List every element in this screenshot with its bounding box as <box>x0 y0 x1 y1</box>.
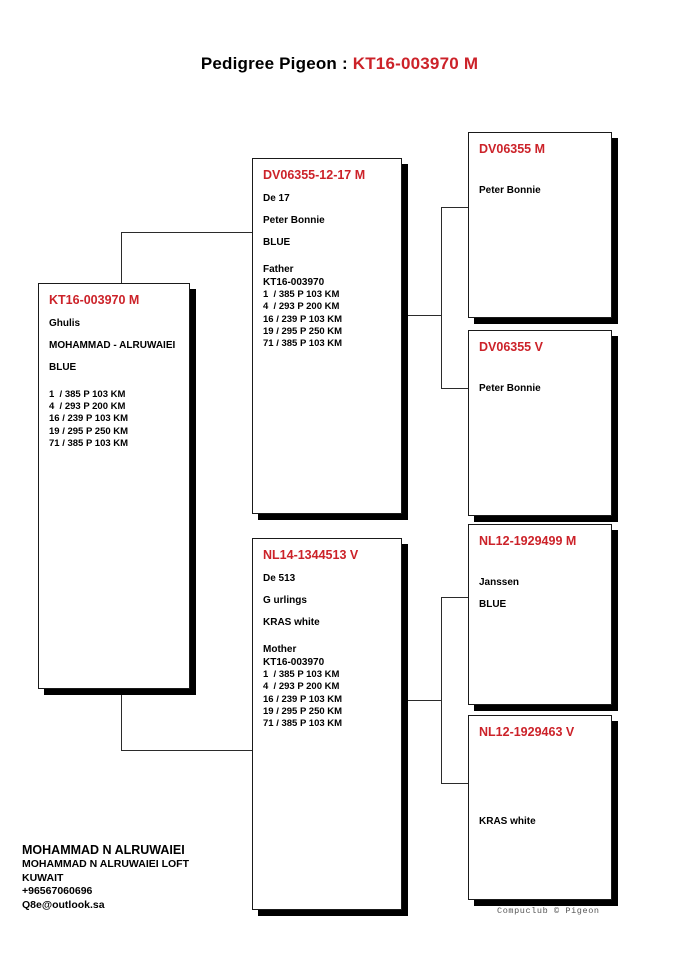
result-row: 4 / 293 P 200 KM <box>263 681 340 693</box>
page-title-prefix: Pedigree Pigeon : <box>200 54 353 73</box>
page-title: Pedigree Pigeon : KT16-003970 M <box>0 54 679 74</box>
mother-results: 1 / 385 P 103 KM 4 / 293 P 200 KM 16 / 2… <box>263 669 391 730</box>
connector-mother-trunk <box>441 597 442 783</box>
father-breeder: Peter Bonnie <box>263 215 325 226</box>
footer-email: Q8e@outlook.sa <box>22 898 105 911</box>
grandparent-1-id: DV06355 M <box>479 142 546 156</box>
watermark: Compuclub © Pigeon <box>497 906 600 916</box>
footer-country: KUWAIT <box>22 871 64 884</box>
subject-id: KT16-003970 M <box>49 293 140 307</box>
mother-id: NL14-1344513 V <box>263 548 359 562</box>
father-relation-label: Father <box>263 264 294 275</box>
footer-owner-name: MOHAMMAD N ALRUWAIEI <box>22 843 185 857</box>
grandparent-4-id: NL12-1929463 V <box>479 725 575 739</box>
footer-phone: +96567060696 <box>22 885 93 897</box>
connector-father-to-gp2 <box>441 388 468 389</box>
grandparent-3-line2: BLUE <box>479 599 507 610</box>
mother-breeder: G urlings <box>263 595 307 606</box>
grandparent-3-id: NL12-1929499 M <box>479 534 577 548</box>
subject-results: 1 / 385 P 103 KM 4 / 293 P 200 KM 16 / 2… <box>49 389 179 450</box>
result-row: 1 / 385 P 103 KM <box>263 289 340 301</box>
footer-loft: MOHAMMAD N ALRUWAIEI LOFT <box>22 858 190 870</box>
father-relation-ref: KT16-003970 <box>263 276 325 288</box>
connector-subject-to-father <box>121 232 252 233</box>
subject-name: Ghulis <box>49 318 81 329</box>
grandparent-1-line1: Peter Bonnie <box>479 185 541 196</box>
result-row: 19 / 295 P 250 KM <box>263 705 343 717</box>
result-row: 71 / 385 P 103 KM <box>263 338 343 349</box>
mother-color: KRAS white <box>263 617 320 628</box>
result-row: 71 / 385 P 103 KM <box>263 718 343 729</box>
connector-mother-to-gp3 <box>441 597 468 598</box>
father-results: 1 / 385 P 103 KM 4 / 293 P 200 KM 16 / 2… <box>263 289 391 350</box>
father-color: BLUE <box>263 237 291 248</box>
result-row: 16 / 239 P 103 KM <box>263 313 343 325</box>
grandparent-2-id: DV06355 V <box>479 340 543 354</box>
connector-father-trunk <box>441 207 442 388</box>
grandparent-3-line1: Janssen <box>479 577 520 588</box>
result-row: 16 / 239 P 103 KM <box>49 413 129 425</box>
connector-subject-to-mother <box>121 750 252 751</box>
connector-father-stem <box>402 315 442 316</box>
grandparent-2-line1: Peter Bonnie <box>479 383 541 394</box>
result-row: 19 / 295 P 250 KM <box>263 325 343 337</box>
pedigree-box-grandparent-3[interactable]: NL12-1929499 M Janssen BLUE <box>468 524 612 705</box>
result-row: 1 / 385 P 103 KM <box>49 389 126 400</box>
page-title-subject: KT16-003970 M <box>352 54 479 73</box>
result-row: 16 / 239 P 103 KM <box>263 693 343 705</box>
footer-contact: MOHAMMAD N ALRUWAIEI MOHAMMAD N ALRUWAIE… <box>22 842 189 912</box>
result-row: 19 / 295 P 250 KM <box>49 425 129 437</box>
pedigree-box-father[interactable]: DV06355-12-17 M De 17 Peter Bonnie BLUE … <box>252 158 402 514</box>
result-row: 71 / 385 P 103 KM <box>49 437 129 449</box>
mother-name: De 513 <box>263 573 296 584</box>
grandparent-4-line1: KRAS white <box>479 816 536 827</box>
pedigree-box-grandparent-4[interactable]: NL12-1929463 V KRAS white <box>468 715 612 900</box>
mother-relation-label: Mother <box>263 644 297 655</box>
mother-relation-ref: KT16-003970 <box>263 656 325 668</box>
connector-father-to-gp1 <box>441 207 468 208</box>
subject-color: BLUE <box>49 362 77 373</box>
result-row: 1 / 385 P 103 KM <box>263 669 340 681</box>
result-row: 4 / 293 P 200 KM <box>49 401 126 413</box>
subject-owner: MOHAMMAD - ALRUWAIEI <box>49 340 176 351</box>
connector-mother-stem <box>402 700 442 701</box>
pedigree-box-grandparent-1[interactable]: DV06355 M Peter Bonnie <box>468 132 612 318</box>
father-name: De 17 <box>263 193 290 204</box>
pedigree-box-subject[interactable]: KT16-003970 M Ghulis MOHAMMAD - ALRUWAIE… <box>38 283 190 689</box>
result-row: 4 / 293 P 200 KM <box>263 301 340 313</box>
father-id: DV06355-12-17 M <box>263 168 366 182</box>
pedigree-box-mother[interactable]: NL14-1344513 V De 513 G urlings KRAS whi… <box>252 538 402 910</box>
connector-mother-to-gp4 <box>441 783 468 784</box>
pedigree-box-grandparent-2[interactable]: DV06355 V Peter Bonnie <box>468 330 612 516</box>
